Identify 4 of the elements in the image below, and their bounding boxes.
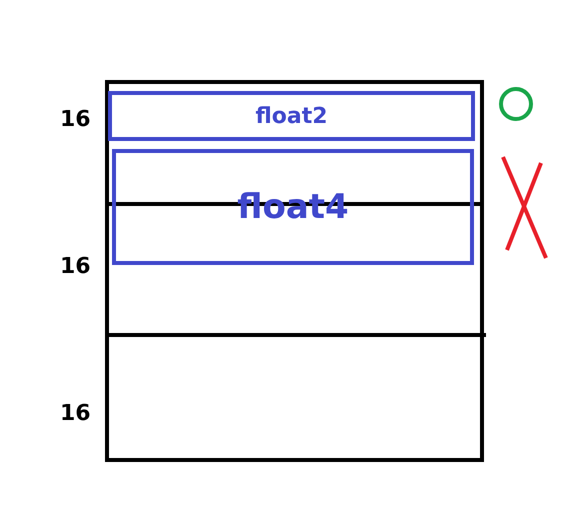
data-block: float2 xyxy=(108,91,475,141)
size-label: 16 xyxy=(60,107,91,132)
size-label: 16 xyxy=(60,401,91,426)
size-label: 16 xyxy=(60,254,91,279)
